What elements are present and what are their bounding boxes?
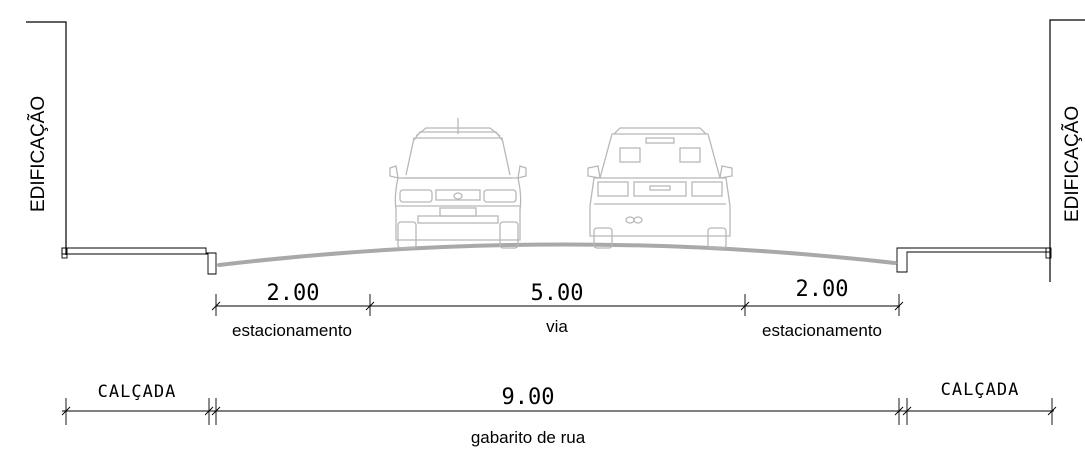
street-width-dimension: 9.00: [502, 385, 555, 410]
right-sidewalk: [896, 247, 1052, 273]
right-building: EDIFICAÇÃO: [1049, 19, 1085, 282]
left-sidewalk: [61, 247, 217, 275]
car-front-view: [389, 118, 527, 249]
left-building-label: EDIFICAÇÃO: [27, 96, 49, 212]
road-surface: [217, 242, 897, 267]
car-rear-view: [587, 127, 733, 249]
left-sidewalk-label: CALÇADA: [98, 382, 177, 402]
left-building: EDIFICAÇÃO: [26, 21, 67, 255]
right-parking-label: estacionamento: [762, 321, 882, 340]
overall-dimension-chain: CALÇADA 9.00 CALÇADA gabarito de rua: [61, 380, 1057, 447]
lane-dimension: 5.00: [531, 281, 584, 306]
lane-label: via: [546, 317, 568, 336]
right-building-label: EDIFICAÇÃO: [1061, 106, 1083, 222]
right-parking-dimension: 2.00: [796, 277, 849, 302]
left-parking-dimension: 2.00: [267, 281, 320, 306]
left-parking-label: estacionamento: [232, 321, 352, 340]
street-gauge-label: gabarito de rua: [471, 428, 586, 447]
road-dimension-chain: 2.00 5.00 2.00 estacionamento via estaci…: [211, 277, 904, 340]
right-sidewalk-label: CALÇADA: [941, 380, 1020, 400]
